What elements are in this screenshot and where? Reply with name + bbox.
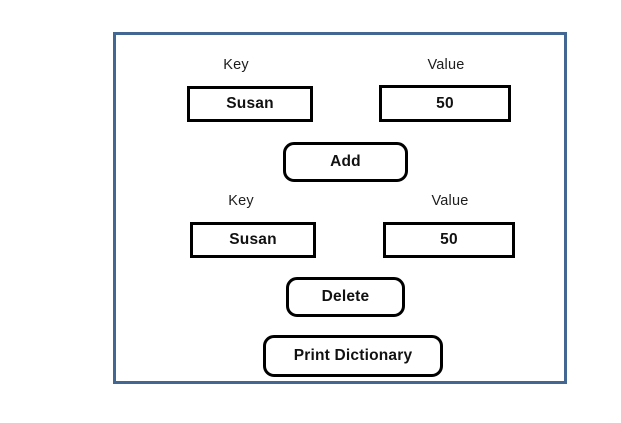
add-key-input-value: Susan (226, 95, 274, 112)
add-key-label: Key (223, 57, 249, 73)
add-value-input-value: 50 (436, 94, 454, 112)
delete-value-input[interactable]: 50 (383, 222, 515, 258)
window-content-area: Key Susan Value 50 Add Key Susan Value 5… (116, 35, 564, 381)
delete-value-input-value: 50 (440, 231, 458, 248)
delete-button-label: Delete (321, 288, 370, 305)
delete-key-label: Key (228, 193, 254, 209)
print-dictionary-button[interactable]: Print Dictionary (263, 335, 443, 377)
delete-value-label: Value (431, 193, 469, 209)
add-value-input[interactable]: 50 (379, 85, 511, 122)
delete-key-input[interactable]: Susan (190, 222, 316, 258)
add-value-label: Value (427, 57, 465, 73)
application-window: Key Susan Value 50 Add Key Susan Value 5… (113, 32, 567, 384)
add-button[interactable]: Add (283, 142, 408, 182)
delete-key-input-value: Susan (229, 231, 277, 248)
delete-button[interactable]: Delete (286, 277, 405, 317)
add-button-label: Add (330, 153, 361, 170)
print-dictionary-button-label: Print Dictionary (293, 347, 413, 364)
add-key-input[interactable]: Susan (187, 86, 313, 122)
